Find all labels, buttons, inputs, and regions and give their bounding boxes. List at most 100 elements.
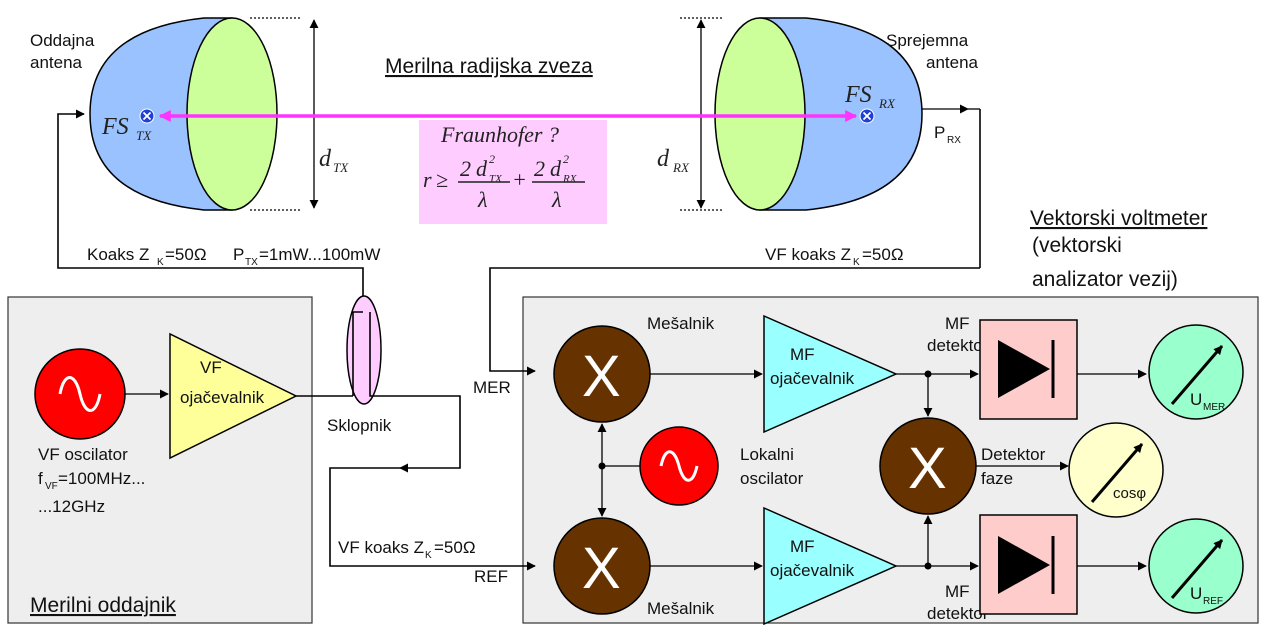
- tx-antenna-label-1: Oddajna: [30, 31, 95, 50]
- formula-two-1: 2: [460, 156, 471, 181]
- lo-label-2: oscilator: [740, 469, 804, 488]
- phase-detector: X: [879, 417, 977, 515]
- tx-coax-label: Koaks Z: [87, 245, 149, 264]
- mf-amp-top-1: MF: [790, 345, 815, 364]
- mf-amplifier-mer: [763, 314, 898, 434]
- transmitter-title: Merilni oddajnik: [30, 594, 176, 617]
- vf-osc-label: VF oscilator: [38, 445, 128, 464]
- formula-tx-sub: TX: [489, 173, 503, 185]
- mf-amp-bot-1: MF: [790, 537, 815, 556]
- mf-amplifier-ref: [763, 506, 898, 625]
- meter-needle-icon: [1090, 443, 1144, 503]
- rx-diameter-d: d: [657, 146, 670, 172]
- phase-det-label-2: faze: [981, 469, 1013, 488]
- coupler-label: Sklopnik: [327, 416, 392, 435]
- formula-plus: +: [512, 167, 527, 192]
- vf-oscillator: [34, 348, 126, 440]
- tx-diameter-sub: TX: [333, 160, 349, 175]
- formula-lambda-2: λ: [551, 187, 562, 212]
- rx-diameter-sub: RX: [672, 160, 690, 175]
- meter-needle-icon: [1170, 345, 1224, 405]
- rx-coax-cable: [489, 267, 980, 376]
- tx-coax-value: =50Ω: [165, 245, 207, 264]
- rx-power-label: P: [934, 123, 945, 142]
- directional-coupler: [346, 295, 461, 473]
- sine-wave-icon: [659, 450, 699, 482]
- mixer-ref: X: [553, 517, 651, 615]
- tx-power-label: P: [233, 245, 244, 264]
- formula-d-1: d: [476, 156, 488, 181]
- formula-title: Fraunhofer ?: [440, 122, 559, 147]
- vf-osc-freq-range: =100MHz...: [58, 469, 145, 488]
- mixer-mer: X: [553, 325, 651, 423]
- mf-detector-ref: [979, 514, 1078, 615]
- multiply-x-icon: X: [582, 536, 621, 601]
- transmitter-panel: [7, 296, 313, 624]
- analyzer-subtitle-2: analizator vezij): [1032, 268, 1178, 291]
- sine-wave-icon: [58, 376, 102, 412]
- formula-d-2: d: [550, 156, 562, 181]
- ref-coax-label: VF koaks Z: [338, 538, 424, 557]
- analyzer-title: Vektorski voltmeter: [1030, 207, 1207, 230]
- mf-det-top-1: MF: [945, 314, 970, 333]
- meter-u-mer: U MER: [1148, 324, 1244, 420]
- mf-amp-bot-2: ojačevalnik: [770, 561, 855, 580]
- ref-coax-sub: K: [425, 550, 432, 561]
- mf-det-top-2: detektor: [927, 336, 989, 355]
- mf-detector-mer: [979, 319, 1078, 420]
- u-mer-label: U: [1190, 390, 1202, 409]
- u-mer-sub: MER: [1203, 402, 1225, 413]
- mf-det-bot-2: detektor: [927, 604, 989, 623]
- tx-diameter-d: d: [319, 146, 332, 172]
- focal-point-icon: [139, 108, 155, 124]
- formula-sq-1: 2: [489, 152, 495, 166]
- vf-amp-label-2: ojačevalnik: [180, 388, 265, 407]
- focal-point-icon: [859, 108, 875, 124]
- ref-coax-value: =50Ω: [434, 538, 476, 557]
- rx-antenna-label-1: Sprejemna: [886, 31, 969, 50]
- vf-osc-freq-range-2: ...12GHz: [38, 497, 105, 516]
- formula-lambda-1: λ: [477, 187, 488, 212]
- tx-power-sub: TX: [245, 257, 258, 268]
- meter-needle-icon: [1170, 539, 1224, 599]
- cos-phi-label: cosφ: [1113, 485, 1146, 502]
- mf-amp-top-2: ojačevalnik: [770, 369, 855, 388]
- tx-coax-cable: [57, 109, 364, 312]
- analyzer-subtitle-1: (vektorski: [1032, 234, 1122, 257]
- mixer-bottom-label: Mešalnik: [647, 599, 715, 618]
- link-title: Merilna radijska zveza: [385, 55, 593, 78]
- rx-power-sub: RX: [947, 135, 961, 146]
- phase-det-label-1: Detektor: [981, 445, 1046, 464]
- formula-rx-sub: RX: [562, 173, 578, 185]
- u-ref-label: U: [1190, 584, 1202, 603]
- vf-amplifier: [169, 332, 298, 460]
- rx-coax-sub: K: [853, 257, 860, 268]
- rx-coax-label: VF koaks Z: [765, 245, 851, 264]
- rx-antenna-label-2: antena: [926, 53, 979, 72]
- tx-antenna-label-2: antena: [30, 53, 83, 72]
- multiply-x-icon: X: [582, 344, 621, 409]
- vf-amp-label-1: VF: [200, 358, 222, 377]
- local-oscillator: [639, 426, 719, 506]
- vf-osc-freq-f: f: [38, 469, 43, 488]
- tx-focal-label: FS: [101, 114, 129, 140]
- formula-r: r: [423, 167, 432, 192]
- ref-coax-cable: [329, 467, 536, 571]
- formula-two-2: 2: [534, 156, 545, 181]
- formula-ge: ≥: [436, 167, 448, 192]
- vf-osc-freq-sub: VF: [45, 481, 58, 492]
- diode-icon: [998, 536, 1055, 594]
- ref-input-label: REF: [474, 567, 508, 586]
- tx-coax-sub: K: [157, 257, 164, 268]
- tx-focal-sub: TX: [136, 128, 152, 143]
- meter-cos-phi: cosφ: [1068, 422, 1164, 518]
- tx-power-value: =1mW...100mW: [259, 245, 380, 264]
- rx-focal-sub: RX: [878, 96, 896, 111]
- mf-det-bot-1: MF: [945, 582, 970, 601]
- lo-label-1: Lokalni: [740, 445, 794, 464]
- mixer-top-label: Mešalnik: [647, 314, 715, 333]
- diode-icon: [998, 340, 1055, 398]
- formula-sq-2: 2: [563, 152, 569, 166]
- rx-coax-value: =50Ω: [862, 245, 904, 264]
